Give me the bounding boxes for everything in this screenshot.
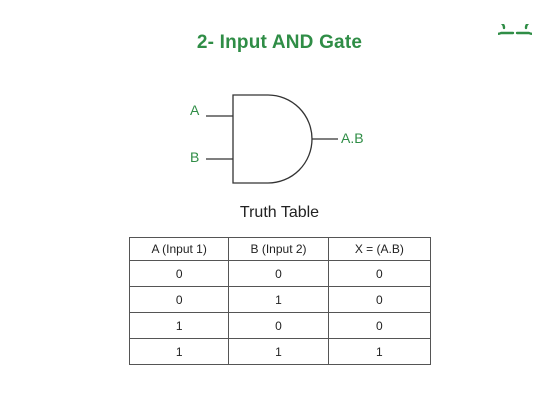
input-a-label: A (190, 102, 200, 118)
column-header: X = (A.B) (327, 237, 432, 261)
table-row: 1 1 1 (128, 338, 432, 365)
table-cell: 1 (128, 312, 230, 339)
geeksforgeeks-logo-icon (498, 24, 532, 35)
table-cell: 0 (327, 260, 432, 287)
table-row: 0 1 0 (128, 286, 432, 313)
table-cell: 0 (327, 312, 432, 339)
and-gate-diagram: A B A.B (190, 94, 364, 184)
table-row: 1 0 0 (128, 312, 432, 339)
input-b-label: B (190, 149, 199, 165)
column-header: B (Input 2) (228, 237, 329, 261)
column-header: A (Input 1) (128, 237, 230, 261)
table-cell: 0 (228, 260, 329, 287)
page-title: 2- Input AND Gate (196, 32, 363, 53)
table-cell: 1 (128, 338, 230, 365)
table-cell: 1 (327, 338, 432, 365)
table-cell: 0 (128, 260, 230, 287)
and-gate-body (232, 94, 313, 184)
table-cell: 1 (228, 286, 329, 313)
table-cell: 0 (327, 286, 432, 313)
table-cell: 1 (228, 338, 329, 365)
output-label: A.B (341, 130, 364, 146)
table-row: 0 0 0 (128, 260, 432, 287)
table-cell: 0 (228, 312, 329, 339)
truth-table: A (Input 1) B (Input 2) X = (A.B) 0 0 0 … (128, 237, 432, 365)
table-cell: 0 (128, 286, 230, 313)
truth-table-title: Truth Table (239, 204, 320, 221)
table-header-row: A (Input 1) B (Input 2) X = (A.B) (128, 237, 432, 261)
